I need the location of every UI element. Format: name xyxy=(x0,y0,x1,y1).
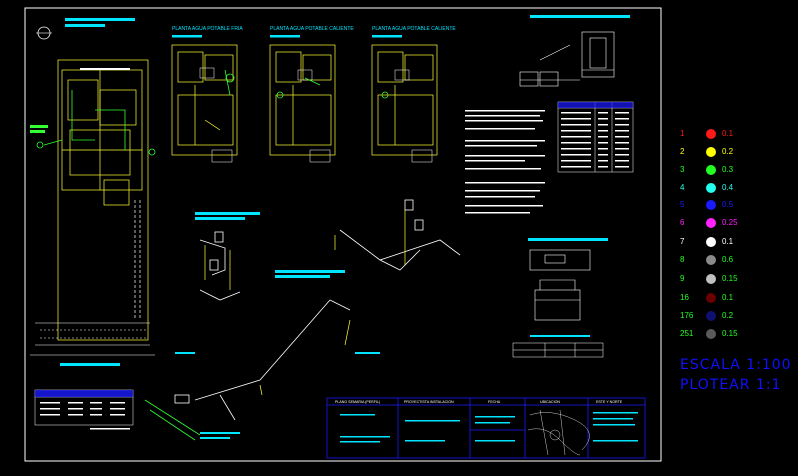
legend-lineweight: 0.15 xyxy=(722,329,738,338)
site-plan-labels xyxy=(30,18,135,133)
legend-color-swatch xyxy=(706,255,716,265)
legend-lineweight: 0.1 xyxy=(722,293,734,302)
site-plan-green-piping xyxy=(36,90,156,156)
legend-color-swatch xyxy=(706,218,716,228)
floor-plans xyxy=(171,44,438,156)
legend-lineweight: 0.1 xyxy=(722,237,734,246)
street-label xyxy=(60,363,120,366)
legend-color-number: 7 xyxy=(680,237,685,246)
legend-lineweight: 0.2 xyxy=(722,147,734,156)
isometric-hot-water xyxy=(199,231,241,301)
legend-color-number: 2 xyxy=(680,147,685,156)
legend-color-swatch xyxy=(706,129,716,139)
legend-color-number: 8 xyxy=(680,255,685,264)
meter-detail xyxy=(144,394,236,441)
floor-plan-green xyxy=(224,69,389,99)
north-arrow-icon xyxy=(36,26,52,40)
legend-lineweight: 0.3 xyxy=(722,165,734,174)
scale-text: ESCALA 1:100 PLOTEAR 1:1 xyxy=(680,355,798,395)
plan-titles: PLANTA AGUA POTABLE FRIA PLANTA AGUA POT… xyxy=(172,26,456,32)
materials-rows xyxy=(561,112,629,168)
legend-color-swatch xyxy=(706,329,716,339)
legend-color-swatch xyxy=(706,311,716,321)
svg-text:UBICACION: UBICACION xyxy=(540,400,560,404)
legend-color-swatch xyxy=(706,200,716,210)
legend-color-swatch xyxy=(706,237,716,247)
legend-color-number: 176 xyxy=(680,311,694,320)
legend-lineweight: 0.4 xyxy=(722,183,734,192)
legend-lineweight: 0.2 xyxy=(722,311,734,320)
section-detail-title xyxy=(528,238,608,241)
legend-color-number: 6 xyxy=(680,218,685,227)
svg-text:PROYECTISTA INSTALACION: PROYECTISTA INSTALACION xyxy=(404,400,454,404)
iso-hot-title xyxy=(195,212,260,215)
legend-color-number: 251 xyxy=(680,329,694,338)
street xyxy=(30,322,155,356)
legend-color-swatch xyxy=(706,165,716,175)
legend-lineweight: 0.15 xyxy=(722,274,738,283)
plan-title-3: PLANTA AGUA POTABLE CALIENTE xyxy=(372,26,456,32)
legend-color-swatch xyxy=(706,147,716,157)
legend-color-number: 3 xyxy=(680,165,685,174)
floor-plan-details xyxy=(199,67,433,163)
isometric-cold-water xyxy=(194,199,461,401)
location-map xyxy=(527,409,590,456)
small-table xyxy=(512,342,604,358)
scale-label: ESCALA 1:100 xyxy=(680,357,792,373)
legend-color-swatch xyxy=(706,274,716,284)
legend-lineweight: 0.25 xyxy=(722,218,738,227)
legend-lineweight: 0.1 xyxy=(722,129,734,138)
plan-title-1: PLANTA AGUA POTABLE FRIA xyxy=(172,26,243,32)
legend-color-swatch xyxy=(706,183,716,193)
site-plan xyxy=(57,59,149,341)
floor-plan-2 xyxy=(269,44,336,156)
sheet-border xyxy=(24,7,662,462)
svg-text:ESTE Y NORTE: ESTE Y NORTE xyxy=(596,400,623,404)
plan-title-2: PLANTA AGUA POTABLE CALIENTE xyxy=(270,26,354,32)
detail-title xyxy=(530,15,630,18)
legend-lineweight: 0.5 xyxy=(722,200,734,209)
legend-lineweight: 0.6 xyxy=(722,255,734,264)
plot-label: PLOTEAR 1:1 xyxy=(680,377,782,393)
legend-color-number: 9 xyxy=(680,274,685,283)
floor-plan-3 xyxy=(371,44,438,156)
floor-plan-1 xyxy=(171,44,238,156)
title-block xyxy=(326,397,646,459)
legend-color-number: 5 xyxy=(680,200,685,209)
svg-text:FECHA: FECHA xyxy=(488,400,501,404)
legend-color-number: 4 xyxy=(680,183,685,192)
iso-cold-title xyxy=(275,270,345,273)
legend-color-swatch xyxy=(706,293,716,303)
legend-color-number: 1 xyxy=(680,129,685,138)
title-block-headers: PLANO SEMARIA (PERFIL) PROYECTISTA INSTA… xyxy=(335,400,623,404)
section-detail xyxy=(529,249,591,321)
tank-detail xyxy=(519,31,615,87)
notes xyxy=(465,110,545,214)
svg-text:PLANO SEMARIA (PERFIL): PLANO SEMARIA (PERFIL) xyxy=(335,400,380,404)
legend-color-number: 16 xyxy=(680,293,689,302)
